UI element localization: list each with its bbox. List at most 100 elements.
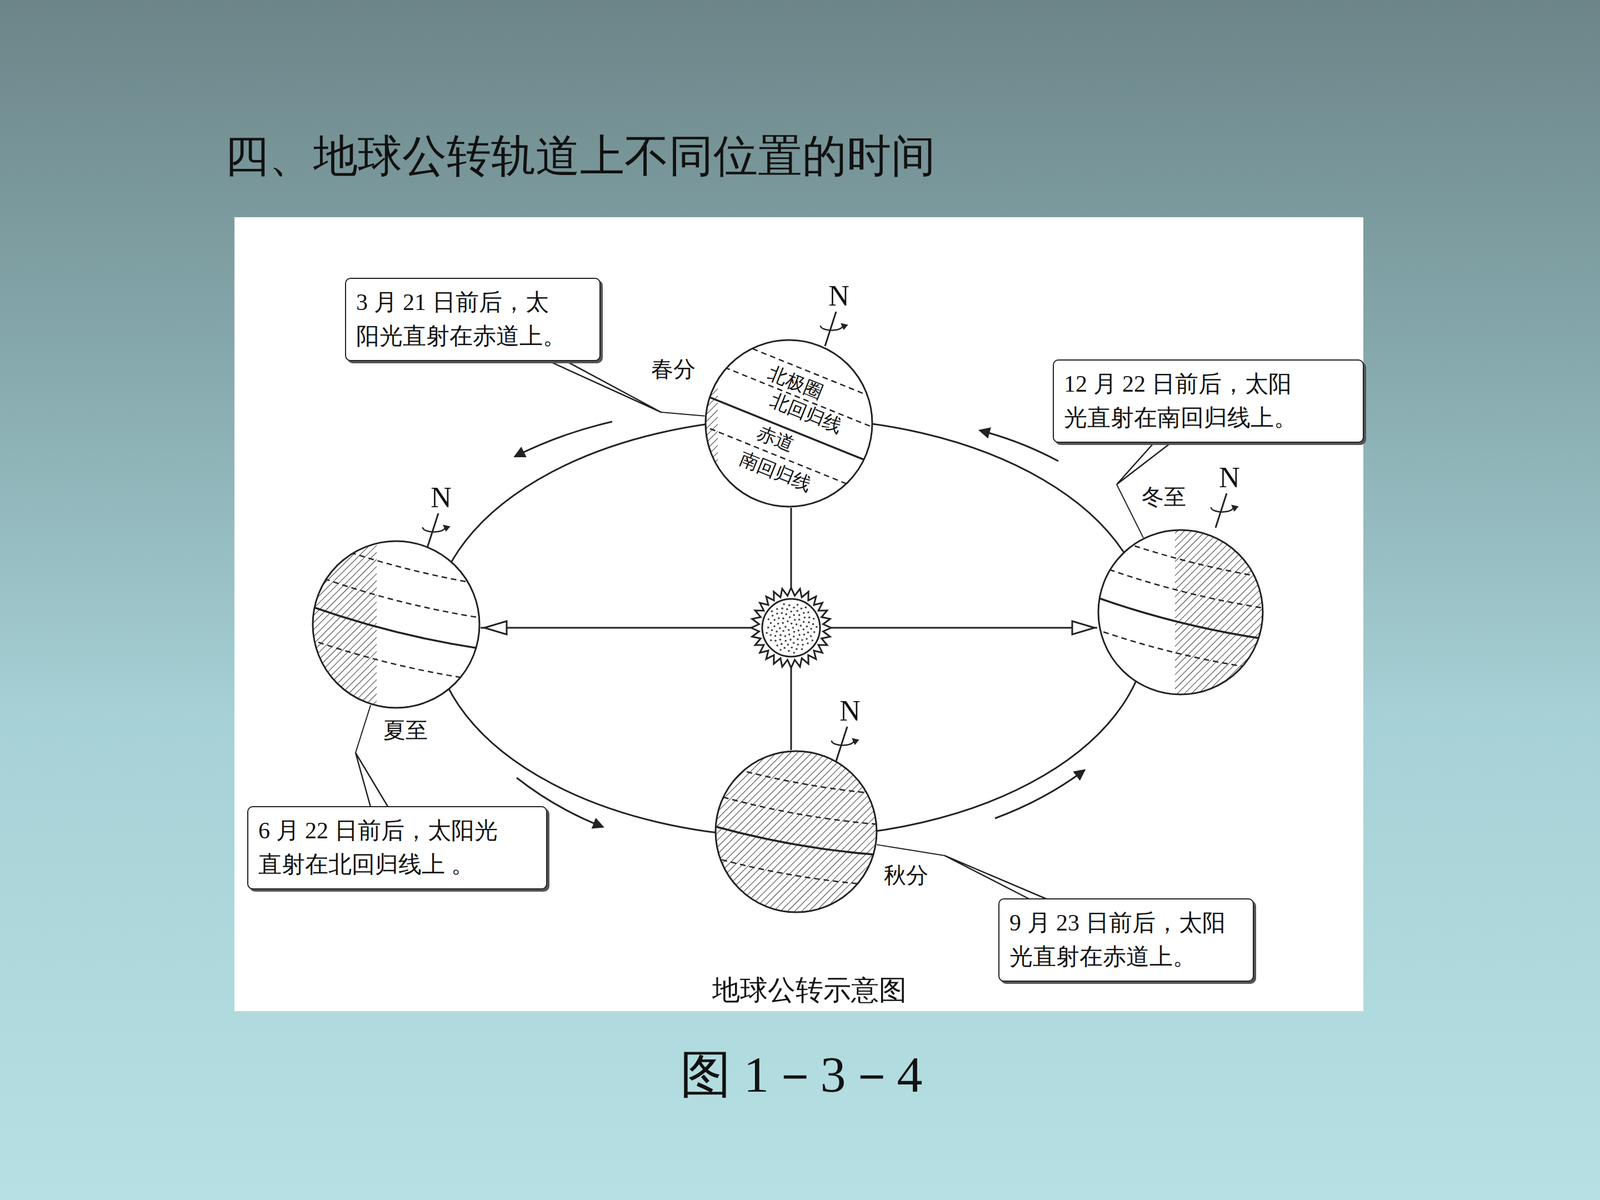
rotation-arrow <box>1211 505 1234 512</box>
globe-outline <box>1098 530 1263 695</box>
sun-stipple <box>786 620 789 623</box>
sun-stipple <box>787 628 790 632</box>
globe-outline <box>705 340 873 507</box>
globe-outline <box>715 751 877 913</box>
sun-stipple <box>790 622 793 625</box>
sun-stipple <box>767 618 770 621</box>
sun-stipple <box>781 612 784 615</box>
slide-title: 四、地球公转轨道上不同位置的时间 <box>224 126 936 187</box>
sun-stipple <box>777 622 780 625</box>
sun-stipple <box>767 626 770 629</box>
callout-pointer <box>876 844 1049 900</box>
night-side <box>704 338 718 508</box>
sun-disc <box>762 598 820 657</box>
callout-tail <box>944 855 1049 900</box>
sun-stipple <box>813 631 816 634</box>
sun-stipple <box>797 643 800 646</box>
sun-stipple <box>815 626 818 629</box>
sun-rays <box>751 587 832 668</box>
earth-axis <box>825 311 837 347</box>
rotation-arrow <box>422 525 445 532</box>
sun-stipple <box>775 630 778 633</box>
sun-stipple <box>811 639 814 642</box>
earth-globe: 秋分 <box>714 750 878 914</box>
season-label: 夏至 <box>381 718 430 743</box>
sun-stipple <box>792 606 795 609</box>
sun-stipple <box>803 633 806 636</box>
north-label: N <box>826 281 852 311</box>
sun-stipple <box>804 606 807 609</box>
globe-drawing <box>311 540 481 709</box>
sun-stipple <box>792 635 795 638</box>
callout-text: 3 月 21 日前后，太 阳光直射在赤道上。 <box>356 285 590 354</box>
season-label: 秋分 <box>881 863 931 888</box>
orbit-arrow <box>980 430 1059 462</box>
sun-stipple <box>765 631 768 634</box>
sun-stipple <box>801 648 804 651</box>
rotation-arrow <box>820 323 843 330</box>
latitude-line <box>714 825 878 860</box>
sun-stipple <box>806 625 809 628</box>
sun-line <box>790 667 793 750</box>
direction-triangle <box>1072 621 1095 635</box>
sun-stipple <box>812 623 815 626</box>
sun-stipple <box>782 617 785 620</box>
sun-stipple <box>812 617 815 620</box>
night-side <box>714 750 878 914</box>
orbit-arrow <box>515 421 613 457</box>
sun-stipple <box>790 646 793 649</box>
sun-line <box>790 507 793 588</box>
sun-stipple <box>793 651 796 654</box>
north-label: N <box>1217 463 1242 493</box>
figure-caption: 图 1－3－4 <box>680 1040 923 1109</box>
earth-axis <box>1215 493 1227 528</box>
sun-stipple <box>802 611 805 614</box>
globe-face <box>705 340 873 507</box>
sun-stipple <box>781 607 784 610</box>
callout-tail <box>355 752 389 808</box>
sun-stipple <box>778 627 782 630</box>
sun-stipple <box>786 608 789 611</box>
figure-title: 地球公转示意图 <box>708 971 910 1009</box>
sun-stipple <box>784 625 787 628</box>
callout-text: 6 月 22 日前后，太阳光 直射在北回归线上 。 <box>258 813 537 882</box>
sun-stipple <box>801 638 804 642</box>
earth-globe: 春分北极圈北回归线赤道南回归线 <box>704 338 874 508</box>
season-label: 冬至 <box>1139 485 1189 510</box>
sun-stipple <box>802 628 805 631</box>
pointer-line <box>355 705 371 753</box>
pointer-line <box>661 412 705 417</box>
night-side <box>1175 528 1264 696</box>
sun-stipple <box>796 638 799 641</box>
sun-stipple <box>808 616 811 619</box>
callout-box: 9 月 23 日前后，太阳 光直射在赤道上。 <box>998 898 1254 982</box>
sun-line <box>831 627 1098 629</box>
sun-stipple <box>810 635 813 638</box>
sun-stipple <box>780 642 783 645</box>
latitude-line <box>714 794 878 829</box>
sun-stipple <box>784 635 787 638</box>
sun-stipple <box>801 643 804 647</box>
globe-outline <box>312 541 480 708</box>
callout-tail <box>545 359 662 413</box>
earth-axis <box>427 513 439 548</box>
sun-stipple <box>771 610 774 613</box>
sun-stipple <box>800 624 803 627</box>
sun-stipple <box>789 638 792 642</box>
sun-stipple <box>792 613 795 617</box>
sun-stipple <box>784 640 787 643</box>
sun-stipple <box>788 616 792 619</box>
callout-text: 12 月 22 日前后，太阳 光直射在南回归线上。 <box>1063 367 1353 435</box>
sun-stipple <box>787 650 790 653</box>
sun-stipple <box>802 621 805 624</box>
sun-stipple <box>787 643 790 647</box>
sun-stipple <box>798 613 801 617</box>
sun-stipple <box>779 633 782 637</box>
latitude-line <box>311 636 475 684</box>
sun-stipple <box>788 604 791 607</box>
sun-stipple <box>796 603 799 607</box>
orbit-arrow <box>995 770 1084 819</box>
latitude-line <box>714 855 875 890</box>
sun-stipple <box>779 648 782 652</box>
sun-line <box>480 627 752 629</box>
